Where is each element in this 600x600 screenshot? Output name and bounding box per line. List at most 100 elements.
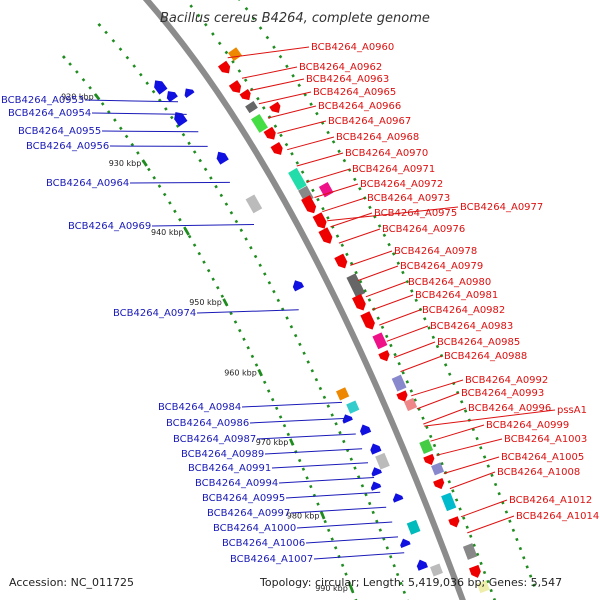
gene-feature — [216, 151, 229, 165]
scale-tick-label: 950 kbp — [189, 298, 222, 307]
rail-dot — [504, 510, 509, 514]
rail-dot — [224, 202, 229, 206]
rail-dot — [249, 246, 253, 250]
leader-line — [264, 448, 363, 455]
leader-line — [393, 341, 436, 358]
rail-dot — [256, 96, 260, 101]
rail-dot — [382, 233, 387, 238]
positive-strand-labels: BCB4264_A0960BCB4264_A0962BCB4264_A0963B… — [299, 42, 599, 522]
rail-dot — [447, 372, 452, 376]
genome-backbone — [142, 0, 466, 600]
rail-dot — [326, 130, 330, 135]
rail-dot — [340, 243, 345, 248]
rail-dot — [196, 13, 201, 18]
scale-tick-mark — [184, 228, 190, 236]
rail-dot — [282, 423, 287, 428]
gene-feature — [392, 493, 404, 503]
rail-dot — [266, 389, 271, 393]
rail-dot — [278, 415, 283, 419]
gene-feature — [245, 101, 258, 114]
rail-dot — [254, 363, 259, 367]
rail-dot — [330, 413, 334, 417]
rail-dot — [385, 546, 389, 550]
rail-dot — [302, 351, 306, 355]
rail-dot — [289, 325, 294, 329]
rail-dot — [462, 516, 466, 520]
rail-dot — [258, 26, 263, 30]
gene-feature — [433, 477, 445, 490]
positive-strand-label: BCB4264_A0983 — [430, 321, 513, 332]
rail-dot — [316, 502, 320, 506]
rail-dot — [384, 334, 389, 339]
rail-dot — [297, 83, 301, 88]
leader-line — [350, 250, 393, 266]
scale-tick-label: 970 kbp — [256, 438, 289, 447]
rail-dot — [331, 140, 336, 144]
positive-strand-label: BCB4264_A0979 — [400, 261, 483, 272]
negative-strand-label: BCB4264_A1007 — [230, 554, 313, 565]
leader-line — [314, 183, 359, 198]
negative-strand-label: BCB4264_A1000 — [213, 523, 296, 534]
rail-dot — [322, 395, 327, 400]
gene-feature — [462, 543, 478, 560]
gene-feature — [423, 453, 435, 466]
positive-strand-label: BCB4264_A0967 — [328, 116, 411, 127]
scale-tick-label: 920 kbp — [61, 93, 94, 102]
gene-feature — [292, 280, 305, 292]
rail-dot — [206, 268, 211, 273]
rail-dot — [349, 457, 354, 461]
rail-dot — [250, 354, 255, 359]
leader-line — [250, 78, 305, 91]
gene-feature — [441, 492, 457, 512]
rail-dot — [423, 317, 427, 321]
positive-strand-label: BCB4264_A0976 — [382, 224, 465, 235]
gene-feature — [174, 112, 188, 127]
rail-dot — [118, 47, 123, 52]
gene-feature — [228, 80, 242, 93]
rail-dot — [323, 519, 327, 524]
positive-strand-label: BCB4264_A0982 — [422, 305, 505, 316]
leader-line — [290, 506, 387, 514]
scale-tick-mark — [222, 298, 229, 306]
gene-feature — [430, 563, 443, 577]
rail-dot — [243, 78, 248, 83]
gene-feature — [263, 126, 276, 140]
rail-dot — [410, 289, 414, 293]
rail-dot — [265, 35, 270, 40]
map-title: Bacillus cereus B4264, complete genome — [160, 11, 430, 26]
rail-dot — [347, 581, 352, 585]
scale-tick-mark — [289, 438, 295, 446]
rail-dot — [387, 242, 391, 247]
gene-feature — [166, 91, 178, 103]
leader-line — [305, 168, 351, 183]
leader-line — [423, 407, 467, 425]
rail-dot — [198, 158, 202, 163]
leader-line — [267, 105, 317, 119]
gene-feature — [239, 88, 251, 101]
rail-dot — [367, 298, 372, 302]
leader-line — [129, 181, 230, 184]
rail-dot — [337, 149, 341, 154]
leader-line — [227, 46, 310, 59]
positive-strand-label: BCB4264_A0970 — [345, 148, 428, 159]
rail-dot — [451, 489, 455, 493]
gene-feature — [406, 519, 421, 535]
rail-dot — [239, 228, 244, 233]
negative-strand-label: BCB4264_A0989 — [181, 449, 264, 460]
gene-feature — [269, 101, 281, 113]
positive-strand-label: BCB4264_A0993 — [461, 388, 544, 399]
rail-dot — [273, 124, 278, 128]
leader-line — [424, 409, 556, 427]
rail-dot — [111, 38, 116, 43]
leader-line — [241, 401, 343, 408]
rail-dot — [214, 184, 218, 189]
negative-strand-label: BCB4264_A0997 — [207, 508, 290, 519]
rail-dot — [402, 590, 406, 594]
rail-dot — [427, 326, 431, 330]
positive-strand-label: BCB4264_A0968 — [336, 132, 419, 143]
rail-dot — [309, 484, 313, 489]
rail-dot — [220, 294, 225, 298]
leader-line — [296, 152, 344, 167]
rail-dot — [147, 167, 151, 172]
